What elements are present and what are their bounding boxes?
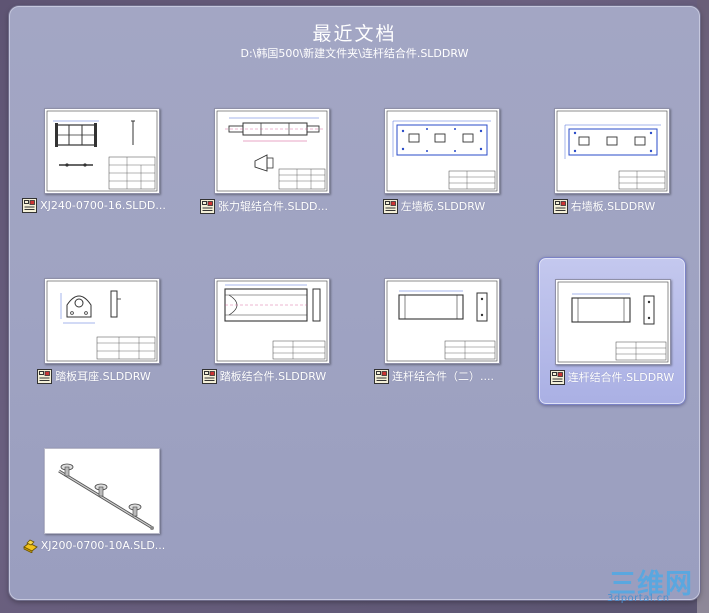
recent-document-item[interactable]: 踏板结合件.SLDDRW <box>191 270 337 416</box>
drawing-file-icon <box>199 198 215 214</box>
document-name: XJ240-0700-16.SLDD... <box>40 199 166 212</box>
document-label-row: 踏板结合件.SLDDRW <box>191 368 337 384</box>
document-label-row: 右墙板.SLDDRW <box>531 198 677 214</box>
document-thumbnail <box>384 278 500 364</box>
drawing-file-icon <box>22 198 38 213</box>
recent-document-item-selected[interactable]: 连杆结合件.SLDDRW <box>538 257 686 405</box>
document-name: 张力辊结合件.SLDD... <box>217 200 329 213</box>
panel-title: 最近文档 <box>312 23 397 45</box>
document-label-row: 左墙板.SLDDRW <box>361 198 507 214</box>
watermark-url: 3dportal.cn <box>607 593 670 604</box>
document-label-row: 连杆结合件（二）.... <box>361 368 507 384</box>
document-label-row: XJ240-0700-16.SLDD... <box>21 198 167 213</box>
recent-document-item[interactable]: 左墙板.SLDDRW <box>361 100 507 246</box>
recent-document-item[interactable]: 连杆结合件（二）.... <box>361 270 507 416</box>
document-label-row: 连杆结合件.SLDDRW <box>539 369 685 385</box>
selected-file-path: D:\韩国500\新建文件夹\连杆结合件.SLDDRW <box>240 47 469 60</box>
document-thumbnail <box>214 108 330 194</box>
watermark-logo: 三维网 3dportal.cn <box>607 562 702 608</box>
document-thumbnail <box>44 108 160 194</box>
document-name: 右墙板.SLDDRW <box>570 200 656 213</box>
recent-document-item[interactable]: 张力辊结合件.SLDD... <box>191 100 337 246</box>
recent-document-item[interactable]: XJ200-0700-10A.SLD... <box>21 440 167 586</box>
drawing-file-icon <box>549 369 565 385</box>
assembly-file-icon <box>22 539 38 553</box>
document-thumbnail <box>554 108 670 194</box>
watermark-text: 三维网 <box>609 569 693 600</box>
document-name: XJ200-0700-10A.SLD... <box>40 539 166 552</box>
document-thumbnail <box>214 278 330 364</box>
document-name: 踏板耳座.SLDDRW <box>55 370 151 383</box>
recent-document-item[interactable]: XJ240-0700-16.SLDD... <box>21 100 167 246</box>
document-label-row: 踏板耳座.SLDDRW <box>21 368 167 384</box>
document-label-row: 张力辊结合件.SLDD... <box>191 198 337 214</box>
document-thumbnail <box>384 108 500 194</box>
recent-document-item[interactable]: 踏板耳座.SLDDRW <box>21 270 167 416</box>
document-thumbnail <box>555 279 671 365</box>
drawing-file-icon <box>37 368 53 384</box>
recent-document-item[interactable]: 右墙板.SLDDRW <box>531 100 677 246</box>
drawing-file-icon <box>382 198 398 214</box>
drawing-file-icon <box>374 368 389 384</box>
recent-documents-panel: 最近文档 D:\韩国500\新建文件夹\连杆结合件.SLDDRW <box>9 6 700 600</box>
drawing-file-icon <box>201 368 217 384</box>
document-name: 左墙板.SLDDRW <box>400 200 486 213</box>
document-thumbnail <box>44 278 160 364</box>
document-name: 连杆结合件（二）.... <box>392 370 494 383</box>
document-thumbnail <box>44 448 160 534</box>
document-name: 连杆结合件.SLDDRW <box>567 371 675 384</box>
document-label-row: XJ200-0700-10A.SLD... <box>21 538 167 553</box>
document-name: 踏板结合件.SLDDRW <box>219 370 327 383</box>
drawing-file-icon <box>552 198 568 214</box>
desktop-background <box>697 0 709 613</box>
